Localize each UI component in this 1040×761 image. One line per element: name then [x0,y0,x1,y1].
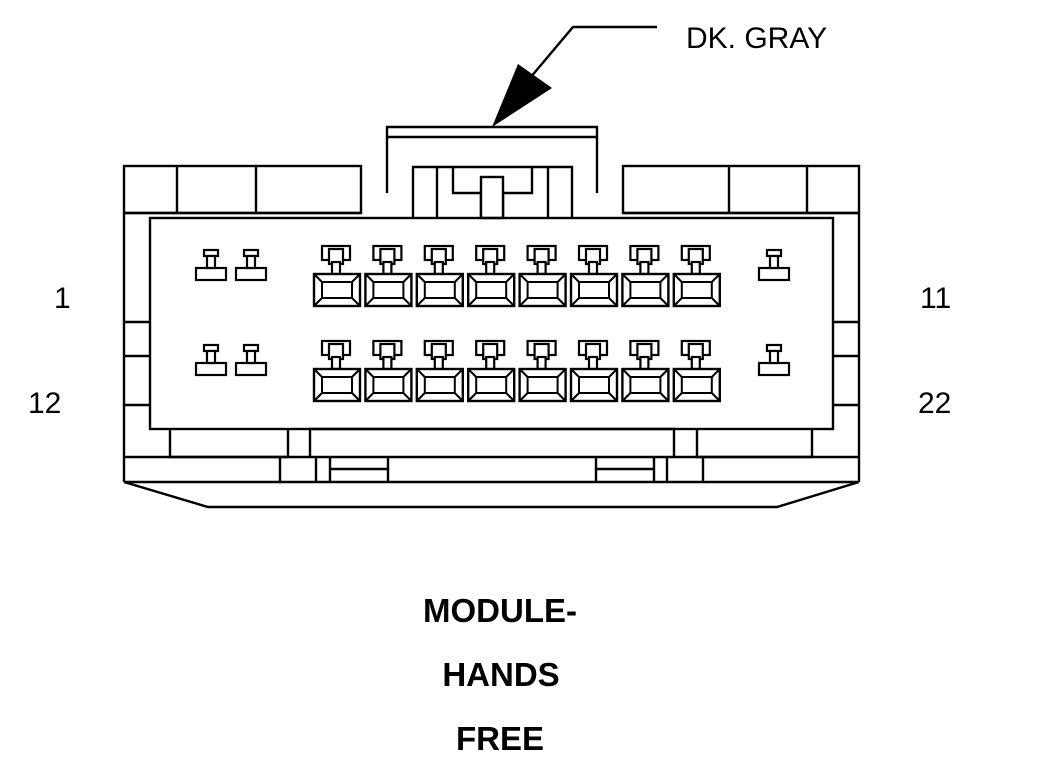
callout-arrow-icon [492,64,552,127]
pin-label-1: 1 [54,282,71,315]
pin-label-22: 22 [918,387,951,420]
top-row-terminal-4 [467,244,516,308]
bottom-row-small-terminal-left-2 [234,343,268,377]
top-row-terminal-6 [569,244,619,308]
connector-body [122,125,861,509]
title-line-2: HANDS [442,656,559,693]
top-row-terminal-2 [364,244,413,308]
bottom-row-terminal-1 [312,339,362,403]
top-row-terminal-8 [672,244,721,308]
bottom-row-terminal-2 [364,339,413,403]
bottom-row-small-terminal-right-1 [757,343,791,377]
connector-base [123,480,860,509]
bottom-row-terminal-4 [467,339,516,403]
bottom-row-terminal-7 [621,339,670,403]
bottom-row-terminal-3 [415,339,464,403]
title-line-1: MODULE- [423,592,577,629]
terminal-rows [194,244,791,403]
bottom-row-terminal-8 [672,339,721,403]
top-row-terminal-5 [518,244,567,308]
title-line-3: FREE [456,720,544,757]
top-row-terminal-7 [621,244,670,308]
top-row-terminal-1 [312,244,362,308]
locking-tab [385,125,599,220]
pin-label-11: 11 [920,282,951,315]
bottom-row-small-terminal-left-1 [194,343,228,377]
callout-leader-line [529,25,657,79]
top-row-small-terminal-left-2 [234,248,268,282]
color-label: DK. GRAY [686,22,827,55]
top-row-terminal-3 [415,244,464,308]
pin-label-12: 12 [28,387,61,420]
top-row-small-terminal-right-1 [757,248,791,282]
top-row-small-terminal-left-1 [194,248,228,282]
left-header-block [122,164,363,215]
color-callout: DK. GRAY [492,22,827,127]
bottom-row-terminal-5 [518,339,567,403]
bottom-row-terminal-6 [569,339,619,403]
right-header-block [621,164,861,215]
